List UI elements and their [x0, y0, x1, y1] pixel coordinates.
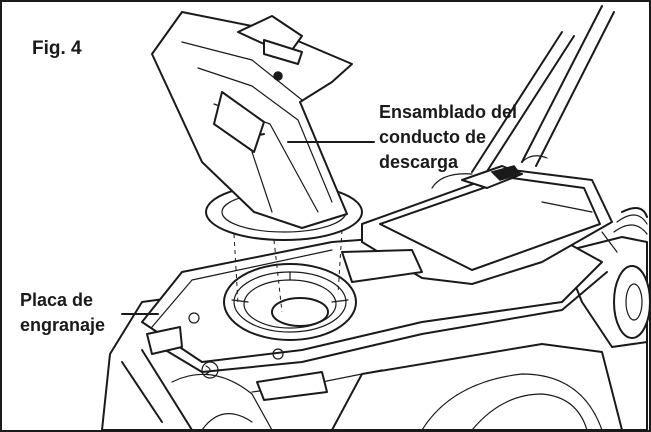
leader-lines	[121, 141, 375, 315]
plate-label-line: Placa de	[20, 290, 94, 310]
chute-label-line: Ensamblado del	[379, 102, 518, 122]
figure-label: Fig. 4	[32, 38, 82, 59]
gear-plate	[223, 249, 423, 341]
chute-label-line: conducto de	[379, 127, 486, 147]
chute-assembly-label: Ensamblado del conducto de descarga	[379, 100, 517, 175]
discharge-chute	[151, 11, 363, 241]
plate-label-line: engranaje	[20, 315, 106, 335]
alignment-lines	[233, 229, 343, 313]
control-box	[361, 155, 618, 285]
gear-plate-label: Placa de engranaje	[20, 288, 105, 338]
handle-bars	[471, 5, 615, 177]
chute-label-line: descarga	[379, 152, 459, 172]
